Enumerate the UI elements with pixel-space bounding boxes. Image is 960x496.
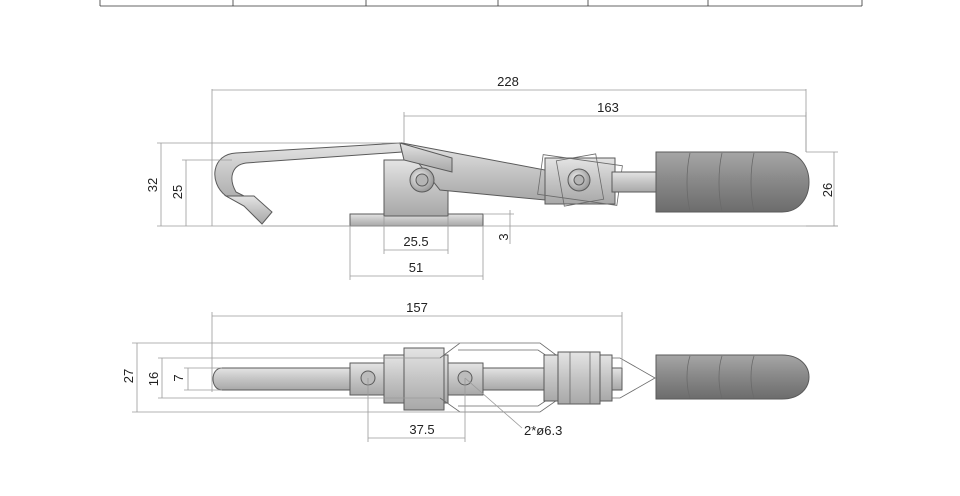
svg-text:7: 7 — [171, 374, 186, 381]
hole-callout: 2*ø6.3 — [464, 377, 562, 438]
side-view: 228 163 32 25 26 — [145, 74, 838, 280]
top-view: 157 27 16 7 37.5 — [121, 300, 810, 442]
handle-shank — [611, 171, 659, 193]
svg-text:51: 51 — [409, 260, 423, 275]
lever-plate — [399, 142, 453, 173]
svg-text:25: 25 — [170, 185, 185, 199]
svg-text:25.5: 25.5 — [403, 234, 428, 249]
dim-width-total: 27 — [121, 342, 470, 413]
dim-height-hook: 25 — [170, 159, 232, 226]
dim-width-mid: 16 — [146, 357, 440, 399]
dim-base-outer-width: 51 — [349, 226, 484, 280]
dim-rod-diameter: 7 — [171, 367, 222, 391]
svg-text:37.5: 37.5 — [409, 422, 434, 437]
hook-tip — [224, 195, 273, 225]
dim-length-top: 157 — [211, 300, 623, 392]
linkage-outline — [439, 342, 656, 413]
svg-text:32: 32 — [145, 178, 160, 192]
header-table — [99, 0, 863, 7]
svg-text:3: 3 — [496, 233, 511, 240]
svg-text:163: 163 — [597, 100, 619, 115]
dim-handle-length: 163 — [403, 100, 807, 152]
handle-grip-top — [655, 354, 810, 400]
handle-grip — [655, 151, 810, 213]
svg-text:157: 157 — [406, 300, 428, 315]
svg-text:27: 27 — [121, 369, 136, 383]
dim-base-inner-width: 25.5 — [383, 216, 449, 254]
dim-handle-height: 26 — [262, 151, 838, 227]
dim-base-thickness: 3 — [483, 210, 514, 244]
svg-text:228: 228 — [497, 74, 519, 89]
svg-text:2*ø6.3: 2*ø6.3 — [524, 423, 562, 438]
dim-overall-length: 228 — [211, 74, 807, 226]
svg-text:26: 26 — [820, 183, 835, 197]
dim-hole-spacing: 37.5 — [367, 378, 466, 442]
svg-text:16: 16 — [146, 372, 161, 386]
